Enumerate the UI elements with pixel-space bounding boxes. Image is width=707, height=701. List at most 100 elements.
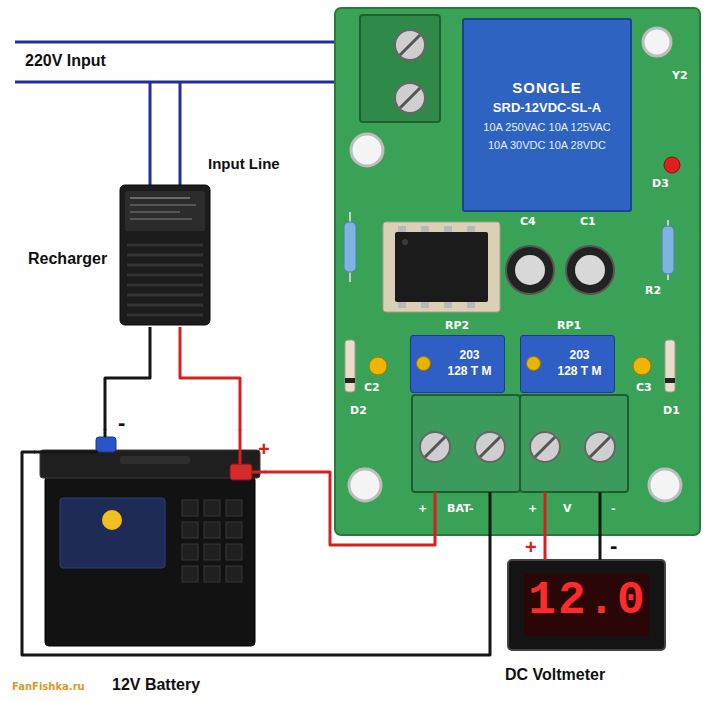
battery-lid (40, 450, 260, 478)
capacitor (566, 246, 614, 294)
ic-chip (395, 232, 488, 302)
relay-marking: 10A 30VDC 10A 28VDC (488, 139, 606, 152)
wire-connector (105, 327, 150, 430)
silkscreen-label: V (563, 503, 572, 516)
recharger-node: Recharger (25, 182, 215, 327)
mounting-hole (351, 134, 383, 166)
battery-grid-cell (226, 566, 242, 582)
ic-socket (383, 222, 500, 312)
diode-band (345, 378, 355, 383)
battery-grid-cell (204, 500, 220, 516)
recharger-illustration (120, 185, 210, 325)
battery-grid-cell (182, 500, 198, 516)
screw-slot (480, 437, 500, 457)
negative-terminal (96, 437, 116, 452)
screw-slot (400, 88, 420, 108)
recharger-print (130, 211, 180, 213)
battery-grid-cell (182, 566, 198, 582)
ic-pin (398, 226, 406, 232)
pcb-board: Y2D3C4C1R2RP2RP1C2D2C3D1+BAT-+V-SONGLESR… (335, 8, 700, 535)
voltmeter-node: 12.0 DC Voltmeter (505, 560, 670, 692)
battery-grid-cell (182, 544, 198, 560)
battery-sticker (60, 498, 165, 568)
terminal-screws (420, 432, 615, 462)
wire-connector (22, 452, 490, 655)
trimmer-marking: 128 T M (557, 365, 601, 379)
ic-pin (467, 302, 475, 308)
trimmer-knob (416, 356, 431, 371)
resistor-symbol (344, 222, 356, 272)
trimmer-marking: 128 T M (447, 365, 491, 379)
recharger-plate (125, 191, 205, 231)
recharger-ribs (127, 245, 203, 315)
battery-sticker-icon (102, 510, 122, 530)
silkscreen-label: C3 (636, 382, 652, 395)
ic-pin1-dot (402, 239, 408, 245)
polarity-sign: + (258, 438, 270, 461)
wire-stub (34, 451, 98, 454)
relay-module: SONGLESRD-12VDC-SL-A10A 250VAC 10A 125VA… (462, 18, 632, 212)
ic-pin (444, 226, 452, 232)
relay-marking: 10A 250VAC 10A 125VAC (483, 121, 610, 134)
positive-terminal (230, 464, 252, 480)
ceramic-capacitor (369, 357, 387, 375)
battery-grid-cell (226, 522, 242, 538)
device-label: 12V Battery (112, 676, 200, 694)
device-label: DC Voltmeter (505, 666, 670, 684)
screw-slot (590, 437, 610, 457)
device-label: Recharger (28, 250, 107, 268)
relay-marking: SONGLE (512, 79, 581, 96)
mains-wire (179, 82, 182, 186)
diode-symbol (665, 340, 675, 392)
mounting-hole (649, 469, 681, 501)
trimmer-marking: 203 (569, 349, 589, 363)
wire-stub (544, 492, 547, 536)
trimmer-potentiometer: 203 128 T M (520, 335, 615, 393)
ic-pin (467, 226, 475, 232)
silkscreen-label: BAT- (447, 503, 474, 516)
terminal-screw (585, 432, 615, 462)
terminal-screw (395, 83, 425, 113)
mains-wires (15, 42, 336, 186)
silkscreen-label: C2 (364, 382, 380, 395)
wire-stub (599, 492, 602, 536)
mounting-hole (643, 28, 671, 56)
silkscreen-label: + (528, 503, 537, 516)
battery-grid-cell (226, 544, 242, 560)
diode-band (665, 378, 675, 383)
wire-stub (489, 492, 492, 536)
silkscreen-label: R2 (645, 285, 661, 298)
silkscreen-label: RP1 (557, 320, 581, 333)
screw-slot (535, 437, 555, 457)
wire-stub (239, 429, 242, 464)
terminal-screw (475, 432, 505, 462)
silkscreen-label: Y2 (672, 70, 688, 83)
display-reading: 12.0 (505, 575, 670, 628)
terminal-screw (395, 30, 425, 60)
battery-grid-cell (182, 522, 198, 538)
silkscreen-label: D2 (350, 405, 367, 418)
battery-grid-cell (204, 522, 220, 538)
silkscreen-label: C1 (580, 216, 596, 229)
battery-illustration (34, 429, 266, 646)
silkscreen-label: RP2 (445, 320, 469, 333)
input-label: 220V Input (25, 52, 106, 70)
recharger-print (130, 218, 192, 220)
recharger-print (130, 204, 196, 206)
red-led (664, 157, 680, 173)
silkscreen-label: D3 (652, 178, 669, 191)
mains-terminal-block (360, 15, 440, 122)
capacitor-top (515, 255, 545, 285)
ic-pin (398, 302, 406, 308)
ic-pin (421, 302, 429, 308)
pcb-board-fill (335, 8, 700, 535)
ceramic-capacitor (633, 357, 651, 375)
screw-slot (425, 437, 445, 457)
capacitor-top (575, 255, 605, 285)
terminal-screw (420, 432, 450, 462)
recharger-print (130, 197, 190, 199)
mounting-hole (349, 469, 381, 501)
recharger-body (120, 185, 210, 325)
ic-pins (398, 226, 475, 308)
